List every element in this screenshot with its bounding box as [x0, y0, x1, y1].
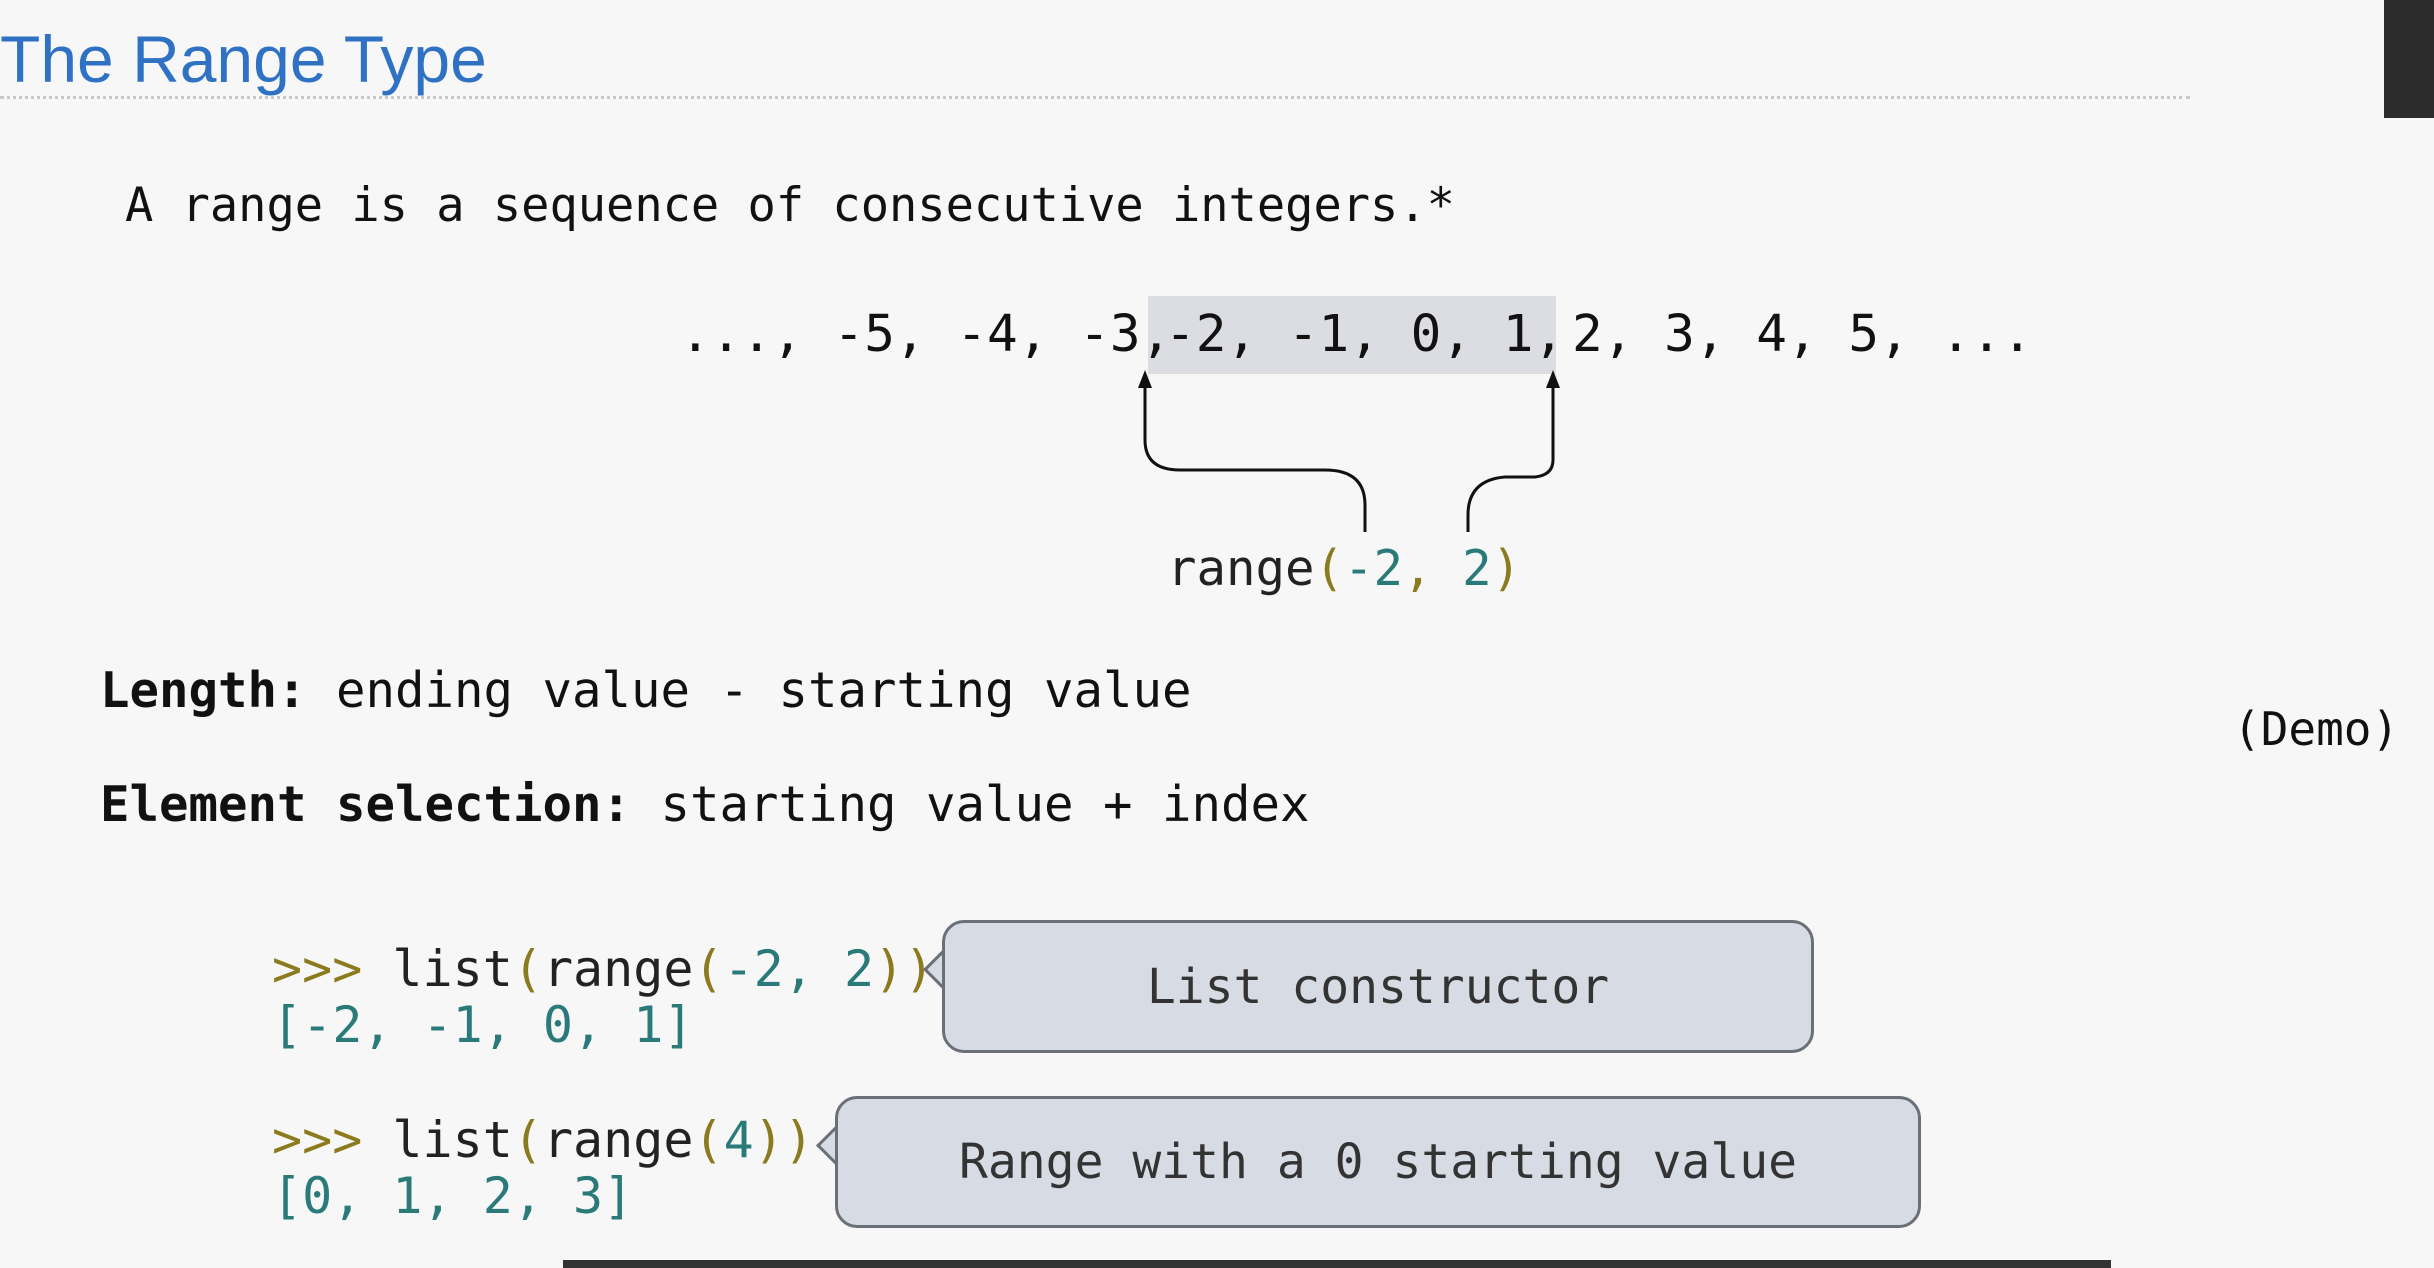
sequence-highlighted: -2, -1, 0, 1, [1165, 305, 1565, 364]
end-bracket-line [1466, 378, 1555, 532]
element-selection-text: starting value + index [660, 776, 1310, 833]
title-divider [0, 96, 2190, 99]
example-1-prompt: >>> [272, 940, 363, 998]
intro-text: A range is a sequence of consecutive int… [125, 178, 1455, 233]
range-call-start: -2 [1344, 540, 1404, 597]
range-call-close: ) [1491, 540, 1522, 597]
example-1-args: -2, 2 [723, 940, 875, 998]
demo-label: (Demo) [2233, 702, 2400, 756]
example-2-prompt: >>> [272, 1111, 363, 1169]
example-2-range: range [542, 1111, 694, 1169]
example-1-output: [-2, -1, 0, 1] [272, 996, 694, 1054]
example-1-range: range [542, 940, 694, 998]
example-2-args: 4 [723, 1111, 754, 1169]
length-text: ending value - starting value [336, 662, 1192, 719]
example-1-func: list [392, 940, 513, 998]
start-bracket-line [1143, 378, 1367, 532]
range-call-stop: 2 [1462, 540, 1492, 597]
range-call-label: range(-2, 2) [1167, 540, 1521, 597]
slide-title: The Range Type [0, 22, 487, 96]
callout-list-constructor: List constructor [942, 920, 1814, 1053]
range-call-comma: , [1403, 540, 1433, 597]
callout-range-zero-start: Range with a 0 starting value [835, 1096, 1921, 1228]
video-progress-bar[interactable] [563, 1260, 2111, 1268]
length-term: Length: [100, 662, 307, 719]
example-2-output: [0, 1, 2, 3] [272, 1167, 634, 1225]
callout-2-text: Range with a 0 starting value [958, 1134, 1798, 1190]
range-call-name: range [1167, 540, 1315, 597]
example-2-func: list [392, 1111, 513, 1169]
sequence-right: 2, 3, 4, 5, ... [1572, 305, 2033, 364]
example-2-input: >>> list(range(4)) [272, 1111, 814, 1169]
example-1-input: >>> list(range(-2, 2)) [272, 940, 935, 998]
range-highlight [1148, 296, 1556, 374]
element-selection-term: Element selection: [100, 776, 632, 833]
corner-bar [2384, 0, 2434, 118]
callout-1-text: List constructor [1146, 958, 1610, 1015]
element-selection-definition: Element selection: starting value + inde… [100, 776, 1310, 833]
length-definition: Length: ending value - starting value [100, 662, 1192, 719]
sequence-left: ..., -5, -4, -3, [680, 305, 1172, 364]
range-call-open: ( [1314, 540, 1345, 597]
